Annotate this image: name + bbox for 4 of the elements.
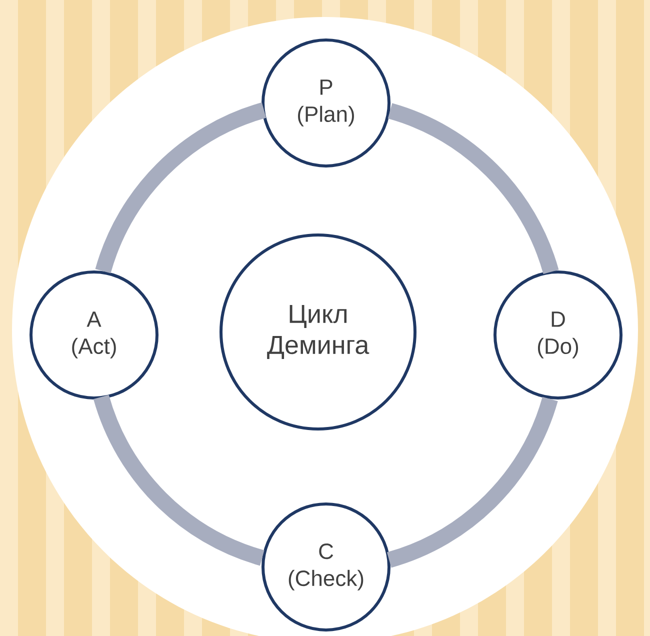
ring-arc xyxy=(95,102,266,274)
ring-arc xyxy=(388,103,559,274)
ring-arc xyxy=(94,394,265,566)
ring-arc xyxy=(386,396,558,568)
